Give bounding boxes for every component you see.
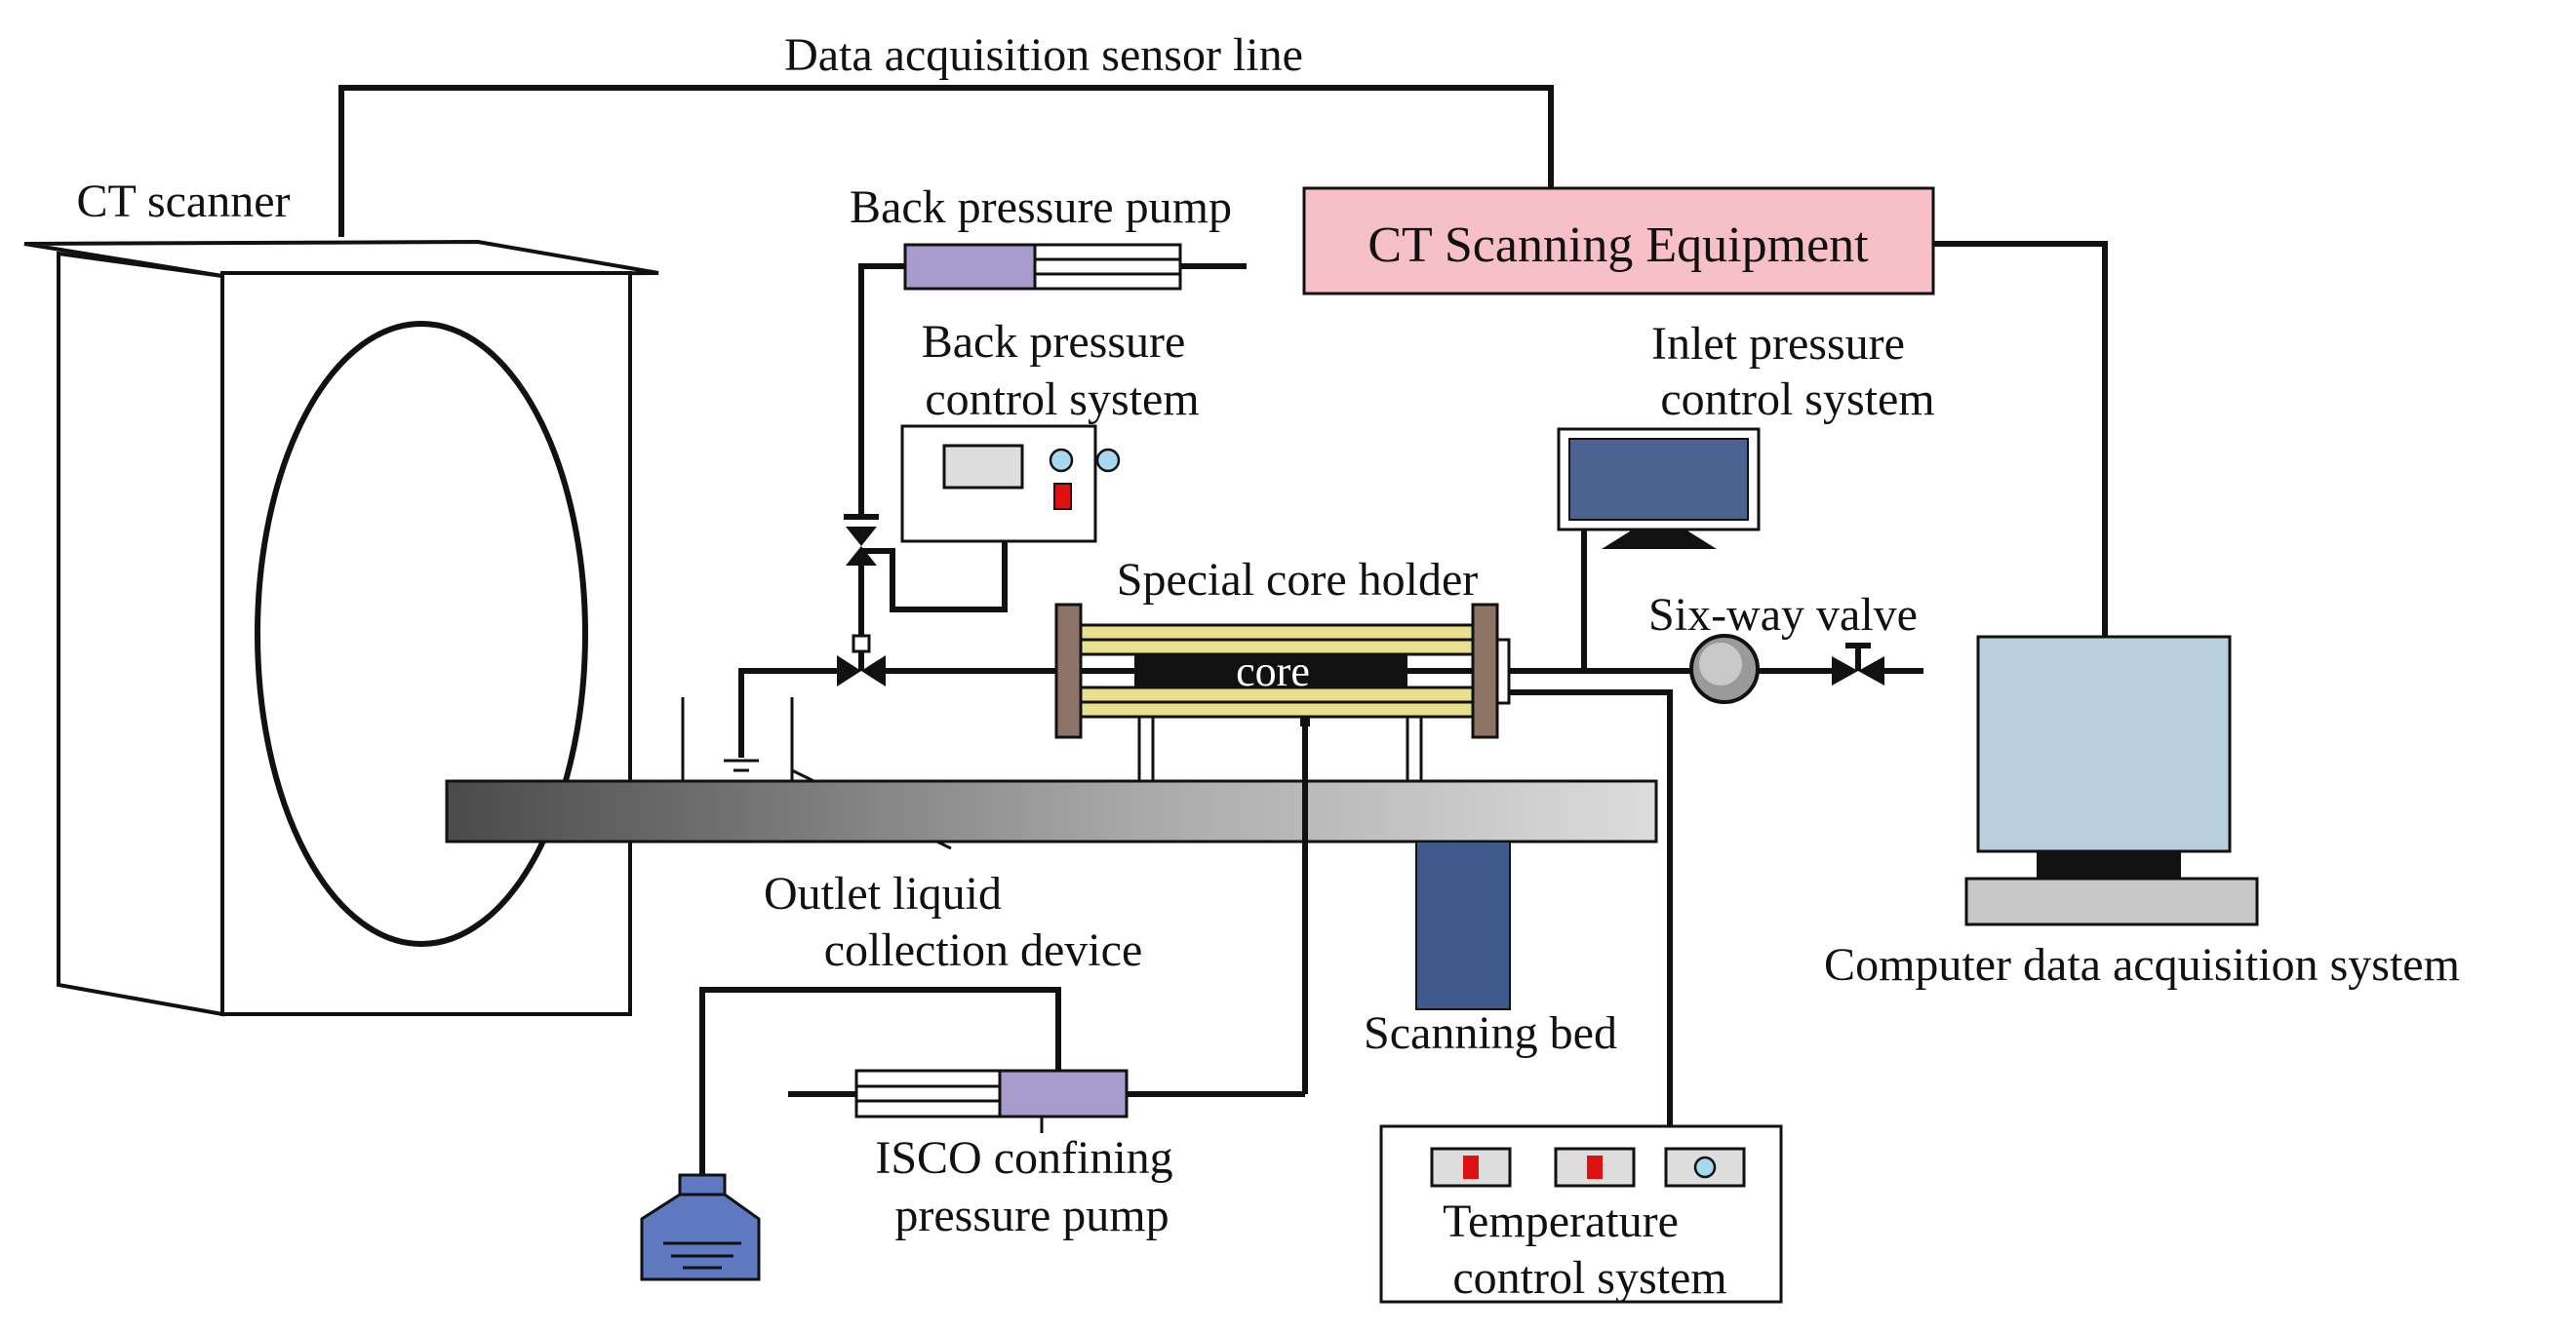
inlet-pressure-label-1: Inlet pressure [1651,318,1905,370]
back-pressure-pump: Back pressure pump [850,181,1247,517]
temperature-label-1: Temperature [1443,1196,1679,1247]
special-core-holder: Special core holder core [1054,554,1511,780]
back-pressure-control-system: Back pressure control system [861,316,1200,612]
six-way-valve-label: Six-way valve [1648,589,1918,641]
inlet-pressure-control-system: Inlet pressure control system [1509,318,1935,674]
scanning-bed-label: Scanning bed [1364,1007,1617,1059]
red-switch [1053,483,1072,510]
ct-scanning-equipment: CT Scanning Equipment [1302,186,2108,637]
isco-confining-pressure-pump: ISCO confining pressure pump [699,726,1308,1241]
ct-scanner-label: CT scanner [76,176,290,227]
scanning-bed: Scanning bed [445,779,1658,1059]
temperature-control-system: Temperature control system [1379,1124,1783,1304]
data-acquisition-sensor-line: Data acquisition sensor line [338,29,1554,237]
core-label: core [1236,647,1310,695]
ct-equipment-label: CT Scanning Equipment [1367,217,1869,273]
indicator-light [1095,448,1121,473]
computer-monitor [1976,635,2232,853]
core-sample [1134,654,1407,687]
back-pressure-valve [844,514,879,671]
ct-scanner: CT scanner [23,176,659,1017]
temperature-label-2: control system [1452,1252,1726,1304]
outlet-liquid-label-1: Outlet liquid [764,868,1002,920]
scanning-bed-stand [1415,841,1511,1010]
six-way-valve: Six-way valve [1648,589,1923,704]
outlet-line [738,655,1056,758]
back-pressure-pump-label: Back pressure pump [850,181,1232,233]
back-pressure-control-label-1: Back pressure [922,316,1186,368]
ct-scanner-bore [255,321,588,947]
back-pressure-control-label-2: control system [925,373,1199,425]
core-holder-label: Special core holder [1117,554,1479,606]
inlet-monitor-screen [1568,438,1749,521]
computer-system-label: Computer data acquisition system [1824,939,2460,991]
isco-pump-label-2: pressure pump [894,1190,1169,1241]
reservoir-bottle [640,1173,761,1281]
data-line-label: Data acquisition sensor line [784,29,1303,81]
outlet-liquid-label-2: collection device [824,924,1143,976]
outlet-liquid-collection-device: Outlet liquid collection device [681,697,1143,976]
temperature-sensor-line [1509,689,1673,1126]
inlet-pressure-label-2: control system [1660,373,1934,425]
computer-base [1964,877,2259,926]
computer-data-acquisition-system: Computer data acquisition system [1824,635,2460,991]
isco-pump-label-1: ISCO confining [875,1132,1172,1184]
scanning-bed-table [445,779,1658,844]
back-pressure-display [942,444,1024,490]
holder-flange-left [1054,603,1083,739]
holder-flange-right [1471,603,1499,739]
indicator-light [1049,448,1074,473]
